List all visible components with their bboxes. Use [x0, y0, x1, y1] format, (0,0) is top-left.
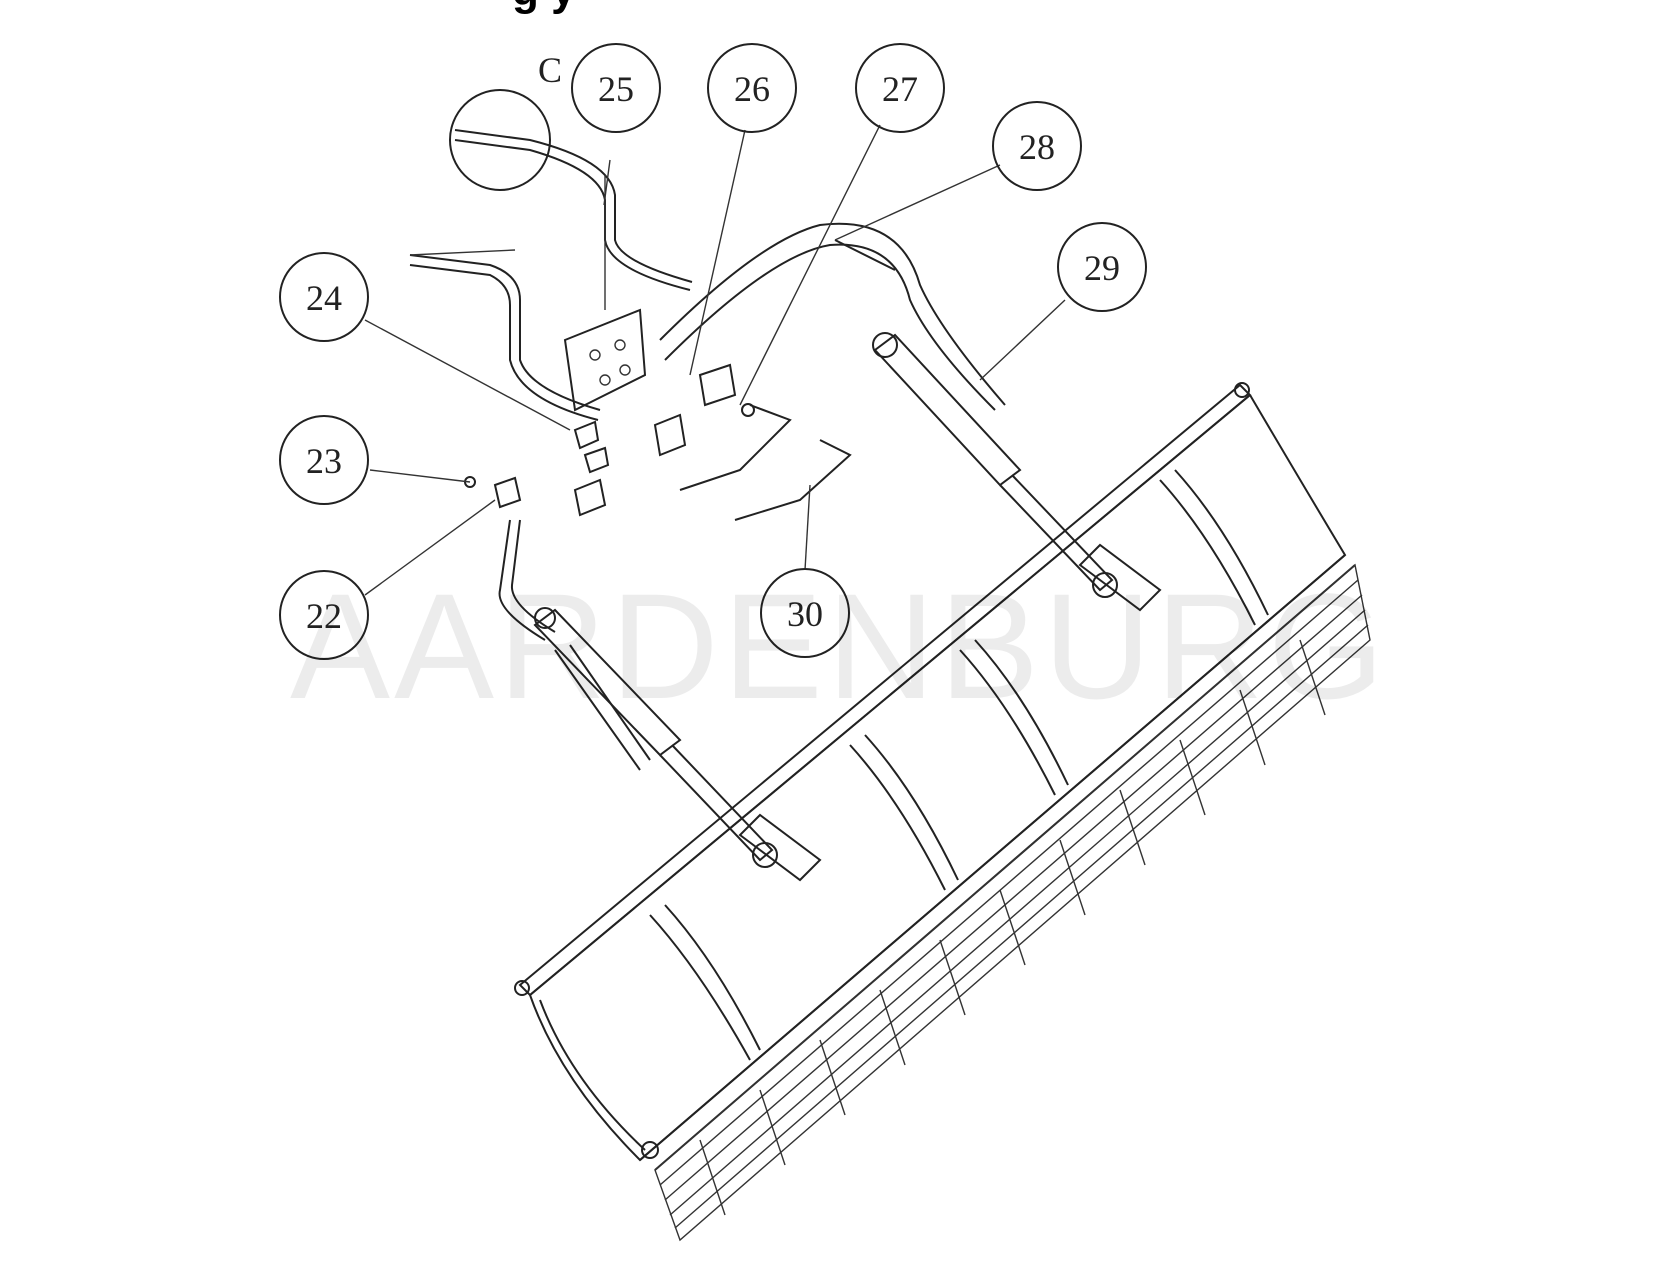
page-title-fragment: g y [512, 0, 576, 16]
callout-25-label: 25 [598, 69, 634, 109]
callout-30-label: 30 [787, 594, 823, 634]
callout-22: 22 [279, 570, 369, 660]
callout-23-label: 23 [306, 441, 342, 481]
callout-26: 26 [707, 43, 797, 133]
callout-22-label: 22 [306, 596, 342, 636]
watermark: AARDENBURG [290, 562, 1389, 730]
right-hydraulic-cylinder [872, 332, 1162, 612]
callout-23: 23 [279, 415, 369, 505]
callout-24: 24 [279, 252, 369, 342]
callout-29: 29 [1057, 222, 1147, 312]
callout-26-label: 26 [734, 69, 770, 109]
callout-27-label: 27 [882, 69, 918, 109]
chain-flap [654, 563, 1371, 1242]
callout-30: 30 [760, 568, 850, 658]
fitting-detail-circle [449, 89, 551, 191]
callout-29-label: 29 [1084, 248, 1120, 288]
valve-block-and-fittings [464, 308, 755, 517]
plow-blade [514, 382, 1371, 1242]
callout-leaders [364, 124, 1066, 596]
callout-28-label: 28 [1019, 127, 1055, 167]
callout-25: 25 [571, 43, 661, 133]
callout-27: 27 [855, 43, 945, 133]
callout-28: 28 [992, 101, 1082, 191]
callout-24-label: 24 [306, 278, 342, 318]
view-label-c: C [538, 50, 562, 90]
